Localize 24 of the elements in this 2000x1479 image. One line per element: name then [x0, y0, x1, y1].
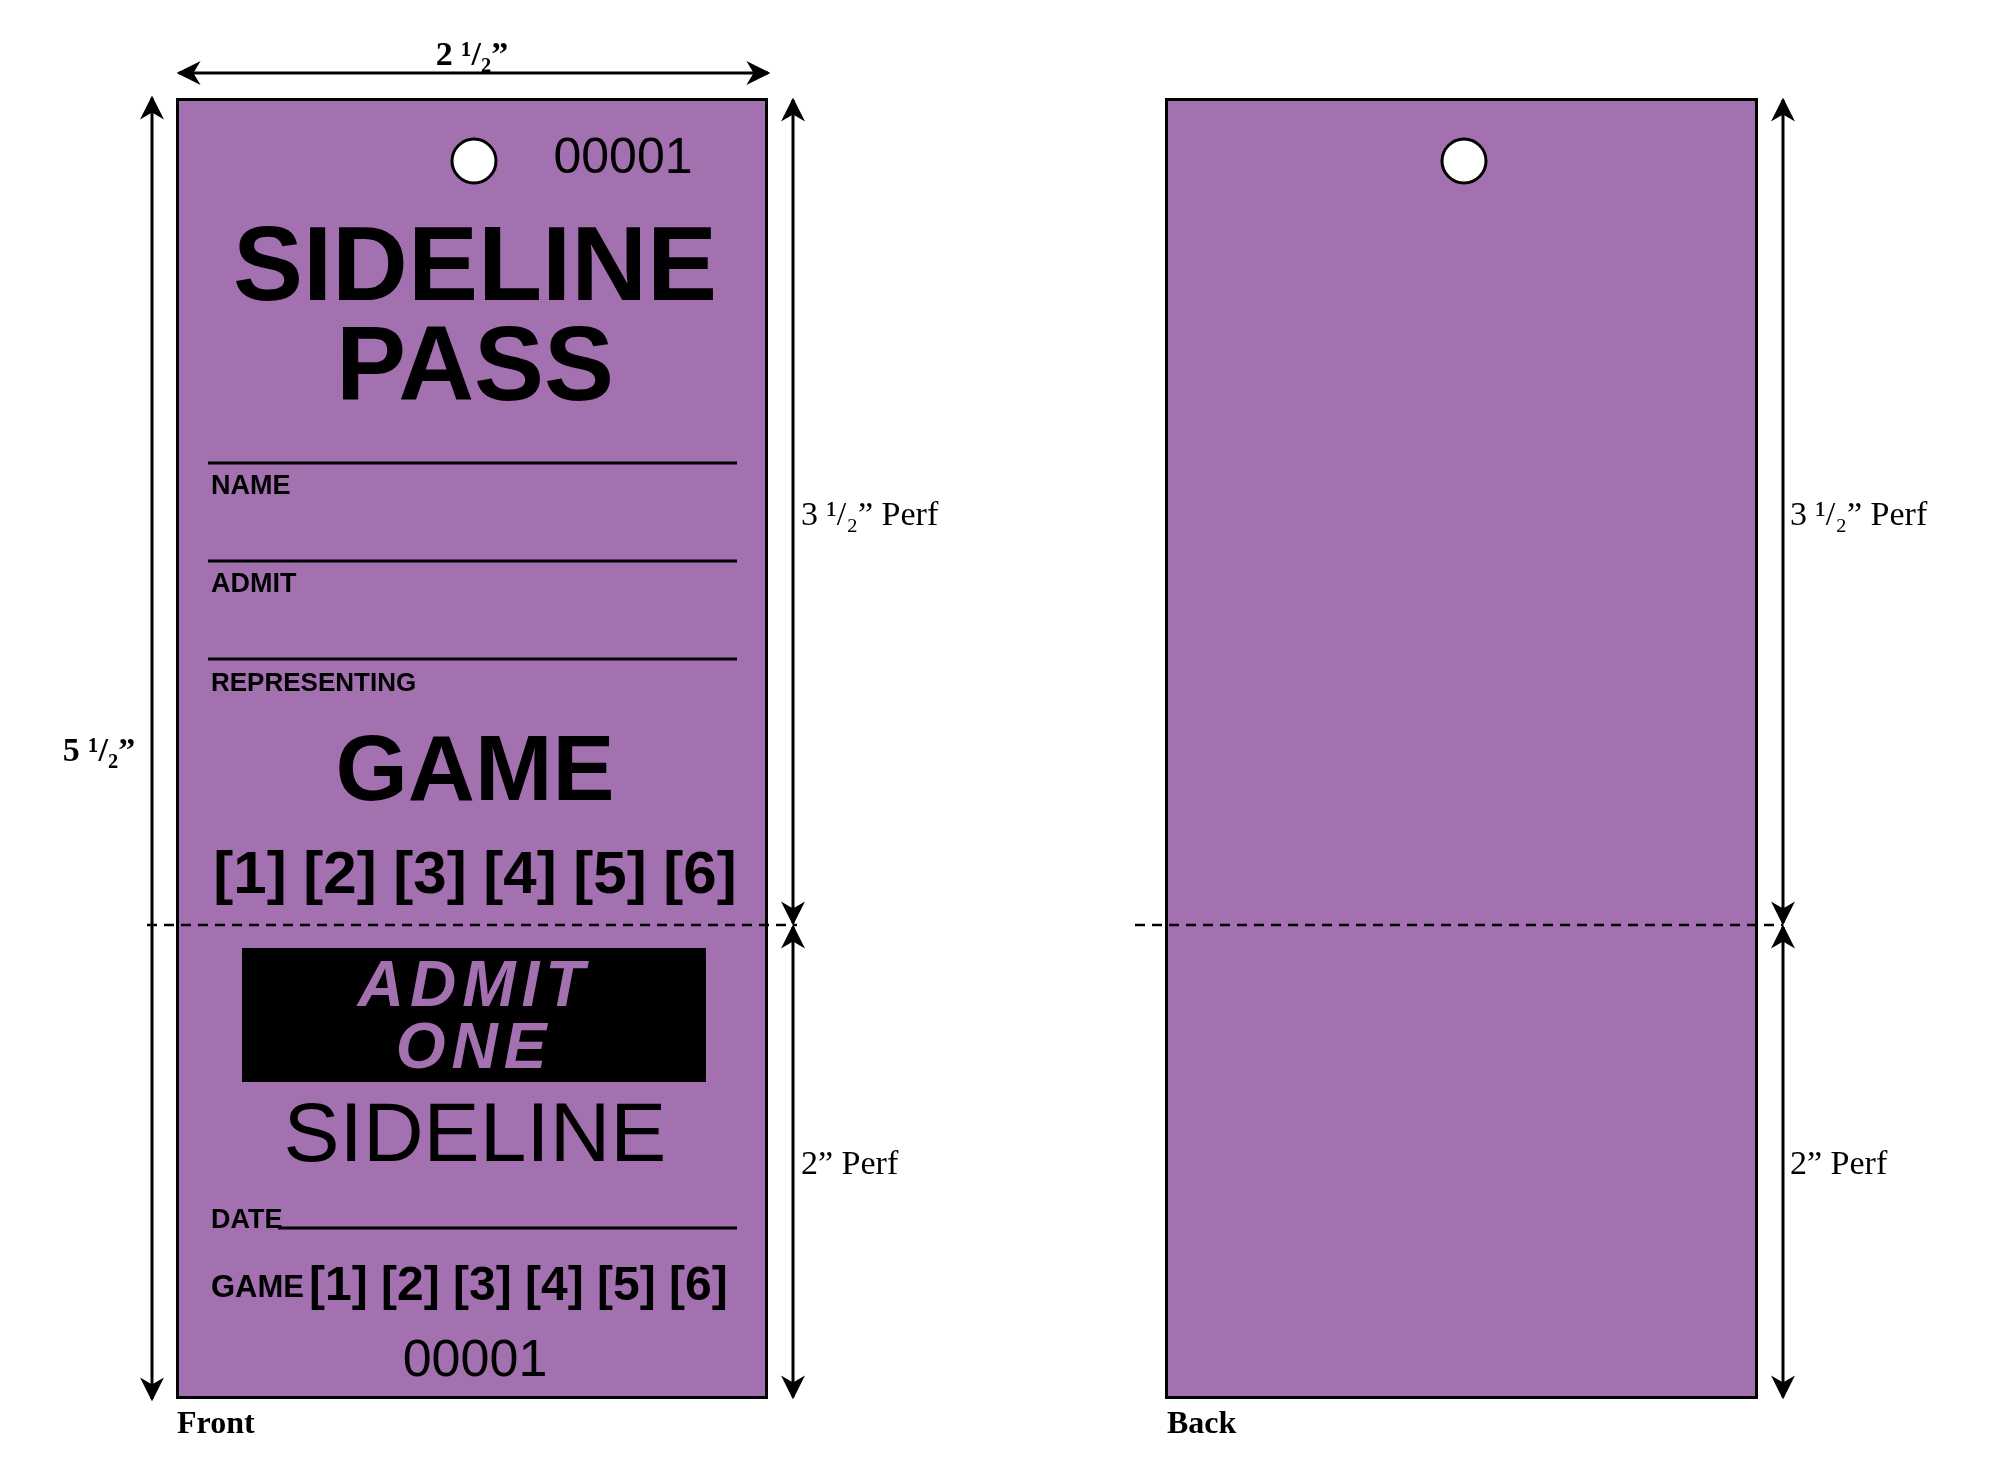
field-label: DATE	[211, 1205, 283, 1233]
node-label: Back	[1167, 1406, 1237, 1438]
serial-number: 00001	[553, 131, 693, 181]
admit-one-banner	[242, 948, 706, 1082]
ticket-title: SIDELINE PASS	[231, 214, 719, 414]
dimension-label: 2 ¹/₂”	[435, 37, 509, 71]
dimension-label: 3 ¹/₂” Perf	[1790, 497, 1928, 531]
ticket-front	[176, 98, 768, 1399]
field-label: REPRESENTING	[211, 669, 417, 695]
game-heading: GAME	[335, 721, 615, 815]
serial-number: 00001	[402, 1332, 548, 1384]
dimension-label: 3 ¹/₂” Perf	[801, 497, 939, 531]
dimension-label: 2” Perf	[1790, 1146, 1888, 1180]
node-label: Front	[177, 1406, 255, 1438]
field-label: GAME	[211, 1270, 304, 1302]
dimension-label: 2” Perf	[801, 1146, 899, 1180]
ticket-back	[1165, 98, 1758, 1399]
dimension-label: 5 ¹/₂”	[62, 733, 136, 767]
game-options: [1] [2] [3] [4] [5] [6]	[309, 1260, 728, 1308]
stub-title: SIDELINE	[283, 1090, 667, 1174]
game-options: [1] [2] [3] [4] [5] [6]	[213, 843, 737, 903]
field-label: ADMIT	[211, 569, 297, 597]
field-label: NAME	[211, 471, 291, 499]
banner-text: ADMIT ONE	[355, 953, 592, 1077]
